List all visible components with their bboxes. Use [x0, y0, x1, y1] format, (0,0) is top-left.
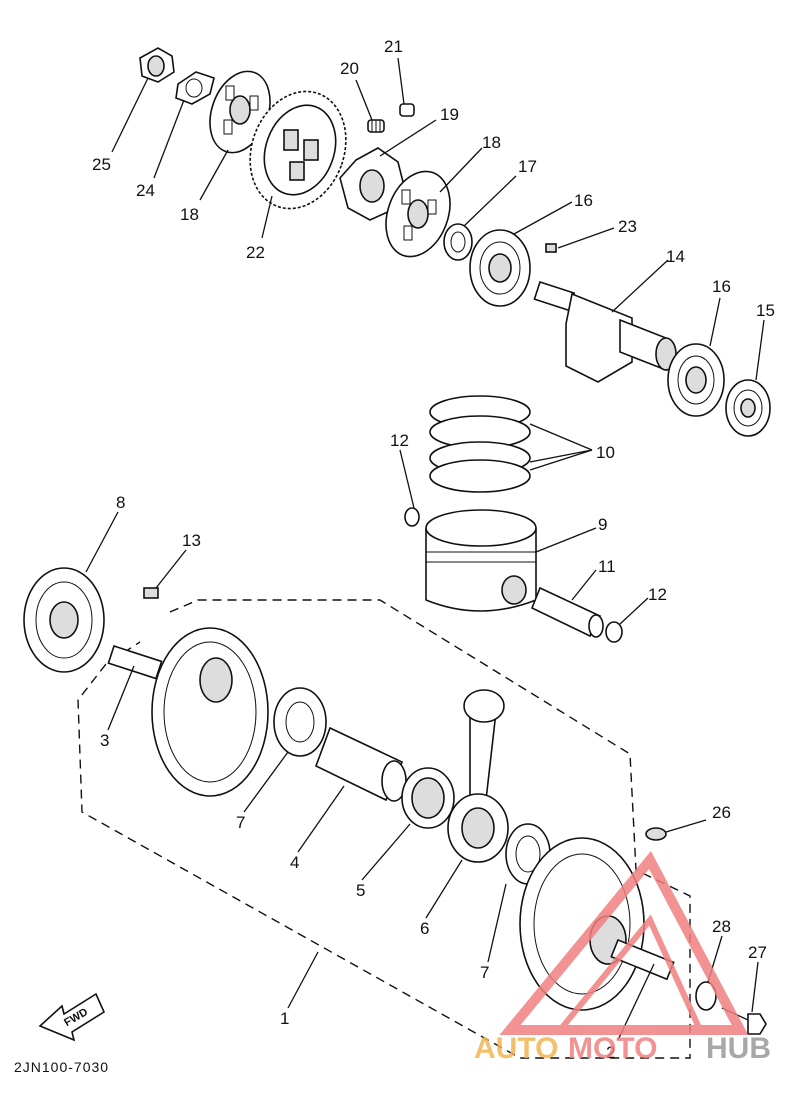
callout-12: 12: [390, 431, 409, 450]
callout-7: 7: [236, 813, 245, 832]
part-bearing-8: [23, 567, 105, 673]
callout-16: 16: [574, 191, 593, 210]
fwd-arrow-icon: FWD: [38, 992, 106, 1042]
part-pin-11: [530, 586, 604, 638]
watermark-auto: AUTO: [474, 1032, 558, 1065]
part-washer-17: [443, 223, 473, 261]
callout-8: 8: [116, 493, 125, 512]
callout-1: 1: [280, 1009, 289, 1028]
part-conrod-6: [447, 689, 509, 863]
callout-25: 25: [92, 155, 111, 174]
callout-17: 17: [518, 157, 537, 176]
callout-13: 13: [182, 531, 201, 550]
callout-27: 27: [748, 943, 767, 962]
leader-lines: [85, 57, 765, 1041]
part-washer-7-left: [273, 687, 327, 757]
callout-4: 4: [290, 853, 299, 872]
callout-20: 20: [340, 59, 359, 78]
part-bearing-16-top: [469, 229, 531, 307]
part-pin-21: [399, 103, 415, 117]
callout-6: 6: [420, 919, 429, 938]
part-hub-19: [339, 147, 405, 221]
part-key-23: [545, 243, 557, 253]
callout-11: 11: [598, 557, 616, 576]
callout-7: 7: [480, 963, 489, 982]
callout-9: 9: [598, 515, 607, 534]
part-piston-rings-10: [429, 395, 531, 493]
part-shaft-14: [533, 280, 677, 383]
part-seal-15: [725, 379, 771, 437]
callout-24: 24: [136, 181, 155, 200]
callout-14: 14: [666, 247, 685, 266]
callout-3: 3: [100, 731, 109, 750]
callout-19: 19: [440, 105, 459, 124]
part-spring-20: [367, 119, 385, 133]
callout-26: 26: [712, 803, 731, 822]
callout-23: 23: [618, 217, 637, 236]
callout-15: 15: [756, 301, 775, 320]
part-nut-25: [139, 47, 175, 83]
part-bearing-5: [401, 767, 455, 829]
part-plate-18-right: [385, 170, 451, 258]
watermark-hub: HUB: [706, 1032, 771, 1065]
part-washer-28: [695, 981, 717, 1011]
diagram-code: 2JN100-7030: [14, 1059, 109, 1075]
part-lockwasher-24: [175, 71, 215, 105]
part-circlip-12-right: [605, 621, 623, 643]
part-bearing-16-right: [667, 343, 725, 417]
callout-5: 5: [356, 881, 365, 900]
part-key-26: [645, 827, 667, 841]
callout-21: 21: [384, 37, 403, 56]
callout-2: 2: [606, 1043, 615, 1062]
callout-18: 18: [482, 133, 501, 152]
part-crank-left-3: [107, 627, 269, 797]
watermark-logo: AUTO MOTO HUB: [474, 851, 771, 1065]
part-circlip-12-left: [404, 507, 420, 527]
part-piston-9: [425, 509, 537, 612]
crankshaft-assembly-outline: [77, 599, 691, 1059]
callout-16: 16: [712, 277, 731, 296]
part-key-13: [143, 587, 159, 599]
part-crankpin-4: [314, 726, 407, 802]
callout-12: 12: [648, 585, 667, 604]
watermark-moto: MOTO: [568, 1032, 657, 1065]
part-plate-18-left: [209, 70, 271, 154]
callout-22: 22: [246, 243, 265, 262]
callout-10: 10: [596, 443, 615, 462]
part-gear-22: [249, 90, 347, 210]
callout-28: 28: [712, 917, 731, 936]
callout-18: 18: [180, 205, 199, 224]
